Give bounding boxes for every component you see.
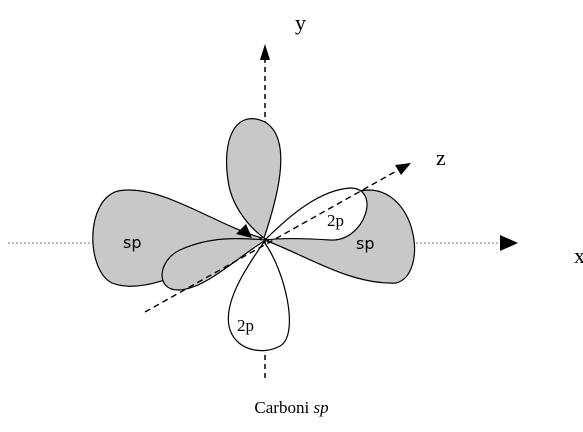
z-axis-label: z <box>436 145 446 170</box>
diagram-caption: Carboni sp <box>0 398 583 418</box>
sp-right-label: sp <box>356 234 375 253</box>
caption-text: Carboni <box>254 398 309 417</box>
sp-left-label: sp <box>123 233 142 252</box>
p-top-right-label: 2p <box>327 211 344 230</box>
p-top-lobe <box>227 119 281 238</box>
y-axis-arrowhead <box>260 44 270 60</box>
y-axis-label: y <box>295 10 306 35</box>
p-upper-right-lobe <box>265 188 367 240</box>
x-axis-label: x <box>574 243 583 268</box>
p-bottom-label: 2p <box>237 316 254 335</box>
caption-italic: sp <box>313 398 328 417</box>
z-axis-arrowhead <box>395 163 411 175</box>
x-axis-arrowhead <box>500 235 518 251</box>
